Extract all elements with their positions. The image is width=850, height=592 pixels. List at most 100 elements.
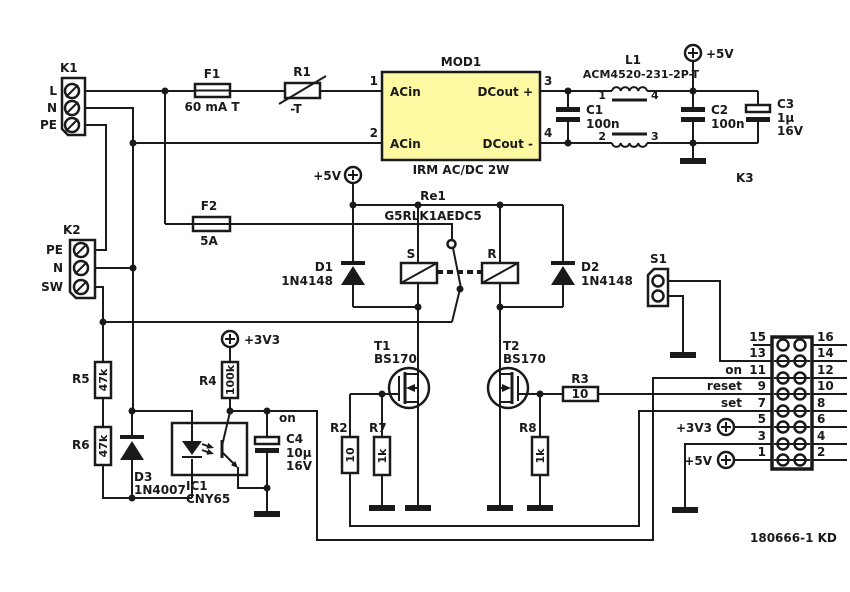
ref-r5: R5 xyxy=(72,372,90,386)
ref-t1: T1 xyxy=(374,339,391,353)
supply-5v-top xyxy=(683,43,703,63)
header-pin-10: 10 xyxy=(817,379,834,393)
k1-pin-n: N xyxy=(47,101,57,115)
mod1-dcout-pos: DCout + xyxy=(477,85,533,99)
value-r1: -T xyxy=(290,102,302,116)
net-on-label: on xyxy=(279,411,296,425)
header-pin-13: 13 xyxy=(749,346,766,360)
connector-k1 xyxy=(60,76,87,137)
optocoupler-ic1 xyxy=(170,411,249,477)
k1-pin-pe: PE xyxy=(40,118,57,132)
value-re1: G5RLK1AEDC5 xyxy=(384,209,481,223)
ground-symbols xyxy=(254,158,706,517)
label-5v-top: +5V xyxy=(706,47,734,61)
pin-icon xyxy=(651,289,665,303)
mod1-dcout-neg: DCout - xyxy=(483,137,533,151)
ref-k2: K2 xyxy=(63,223,81,237)
value-d2: 1N4148 xyxy=(581,274,633,288)
ref-k1: K1 xyxy=(60,61,78,75)
signal-reset: reset xyxy=(707,379,742,393)
mod1-acin2: ACin xyxy=(390,137,421,151)
choke-l1 xyxy=(611,86,648,148)
thermistor-r1 xyxy=(278,75,327,105)
capacitor-c4 xyxy=(253,435,281,453)
value-t1: BS170 xyxy=(374,352,417,366)
header-pin-2: 2 xyxy=(817,445,825,459)
voltage-c4: 16V xyxy=(286,459,313,473)
value-r4: 100k xyxy=(224,364,237,395)
value-r7: 1k xyxy=(376,448,389,464)
header-pin-4: 4 xyxy=(817,429,825,443)
value-l1: ACM4520-231-2P-T xyxy=(583,68,700,81)
connector-header-16pin xyxy=(770,335,814,471)
resistor-r7 xyxy=(372,435,392,477)
label-5v-header: +5V xyxy=(684,454,712,468)
capacitor-c1 xyxy=(556,107,580,122)
junction-dots xyxy=(99,87,697,502)
ref-c4: C4 xyxy=(286,432,303,446)
led-icon xyxy=(182,441,202,455)
value-d1: 1N4148 xyxy=(281,274,333,288)
diode-d3 xyxy=(120,435,144,460)
fuse-f1 xyxy=(193,82,232,99)
ref-c1: C1 xyxy=(586,103,603,117)
value-c4: 10µ xyxy=(286,446,312,460)
relay-re1 xyxy=(399,238,520,285)
diode-d2 xyxy=(551,261,575,285)
ref-s1: S1 xyxy=(650,252,667,266)
mod1-pin3: 3 xyxy=(544,74,552,88)
ref-f1: F1 xyxy=(204,67,221,81)
header-pin-5: 5 xyxy=(758,412,766,426)
value-d3: 1N4007 xyxy=(134,483,186,497)
mod1-pin2: 2 xyxy=(370,126,378,140)
re1-set-coil: S xyxy=(407,247,416,261)
l1-pin1: 1 xyxy=(598,89,606,102)
ref-k3: K3 xyxy=(736,171,754,185)
ref-r6: R6 xyxy=(72,438,90,452)
supply-5v-header xyxy=(716,450,736,470)
ref-d1: D1 xyxy=(315,260,333,274)
wire-layer xyxy=(85,61,847,541)
fuse-f2 xyxy=(191,215,232,233)
ref-ic1: IC1 xyxy=(186,479,208,493)
header-pin-9: 9 xyxy=(758,379,766,393)
value-r5: 47k xyxy=(97,368,110,391)
header-pin-1: 1 xyxy=(758,445,766,459)
mod1-pin1: 1 xyxy=(370,74,378,88)
ref-l1: L1 xyxy=(625,53,641,67)
l1-pin2: 2 xyxy=(598,130,606,143)
mosfet-t2 xyxy=(486,366,530,410)
l1-pin3: 3 xyxy=(651,130,659,143)
value-r2: 10 xyxy=(344,447,357,463)
header-pin-8: 8 xyxy=(817,396,825,410)
pin-icon xyxy=(651,274,665,288)
header-pin-6: 6 xyxy=(817,412,825,426)
header-pin-16: 16 xyxy=(817,330,834,344)
header-pin-11: 11 xyxy=(749,363,766,377)
l1-pin4: 4 xyxy=(651,89,659,102)
value-r3: 10 xyxy=(572,387,589,401)
header-pin-3: 3 xyxy=(758,429,766,443)
value-r8: 1k xyxy=(534,448,547,464)
supply-3v3-header xyxy=(716,417,736,437)
capacitor-c3 xyxy=(744,103,772,122)
value-c1: 100n xyxy=(586,117,620,131)
mod1-pin4: 4 xyxy=(544,126,552,140)
resistor-r8 xyxy=(530,435,550,477)
ref-r1: R1 xyxy=(293,65,311,79)
k2-pin-pe: PE xyxy=(46,243,63,257)
ref-re1: Re1 xyxy=(420,189,446,203)
ref-r7: R7 xyxy=(369,421,387,435)
connector-s1 xyxy=(646,267,670,308)
ref-c2: C2 xyxy=(711,103,728,117)
ref-r4: R4 xyxy=(199,374,217,388)
diode-d1 xyxy=(341,261,365,285)
ref-r3: R3 xyxy=(571,372,589,386)
connector-k2 xyxy=(68,238,97,300)
ref-mod1: MOD1 xyxy=(441,55,481,69)
label-5v-relay: +5V xyxy=(313,169,341,183)
capacitor-c2 xyxy=(681,107,705,122)
supply-5v-relay xyxy=(343,165,363,185)
